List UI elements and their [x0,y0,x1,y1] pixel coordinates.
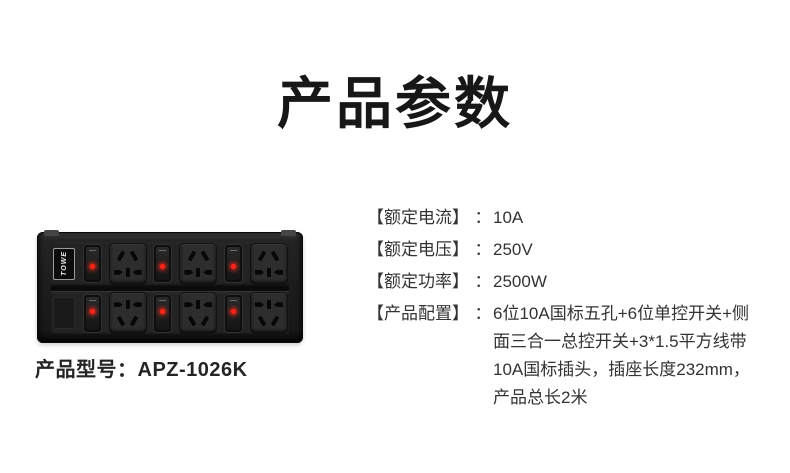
rocker [156,247,170,281]
socket-outlet [109,243,146,284]
model-value: APZ-1026K [137,359,248,381]
two-pin-slots [258,315,280,327]
socket-outlet [250,243,287,284]
spec-row: 【产品配置】 ： 6位10A国标五孔+6位单控开关+侧面三合一总控开关+3*1.… [367,300,767,412]
mount-tab-left [44,230,59,236]
three-pin-slots [113,300,142,310]
three-pin-slots [254,267,283,277]
model-line: 产品型号：APZ-1026K [35,356,248,384]
rocker-switch [225,294,243,332]
two-pin-slots [116,250,139,262]
power-led [89,264,95,270]
rocker-switch [83,294,101,332]
three-pin-slots [184,300,213,310]
brand-text: TOWE [60,251,68,277]
spec-row: 【额定电流】 ： 10A [367,204,767,232]
mount-tab-right [281,230,296,236]
power-led [231,264,237,270]
spec-row: 【额定功率】 ： 2500W [367,268,767,296]
rocker-switch [154,294,172,332]
rocker-switch [154,245,172,283]
page-title: 产品参数 [277,72,513,135]
rocker [85,296,99,330]
product-image: TOWE [37,230,303,343]
three-pin-slots [184,267,213,277]
rocker [227,247,241,281]
spec-colon: ： [474,208,492,227]
power-led [160,309,166,315]
spec-row: 【额定电压】 ： 250V [367,236,767,264]
spec-colon: ： [474,304,492,323]
spec-colon: ： [474,240,492,259]
spec-colon: ： [474,272,492,291]
rocker-switch [83,245,101,283]
strip-row-bottom [51,291,289,335]
two-pin-slots [258,250,280,262]
rocker [85,247,99,281]
three-pin-slots [113,267,142,277]
rocker [156,296,170,330]
blank-plate [53,297,75,330]
spec-list: 【额定电流】 ： 10A 【额定电压】 ： 250V 【额定功率】 ： 2500… [367,204,767,416]
two-pin-slots [116,315,139,327]
socket-outlet [180,293,217,334]
spec-label: 【额定电压】 [367,240,469,259]
socket-outlet [180,243,217,284]
spec-value: 10A [493,208,524,227]
rocker [227,296,241,330]
spec-value: 6位10A国标五孔+6位单控开关+侧面三合一总控开关+3*1.5平方线带10A国… [493,304,750,407]
strip-face: TOWE [51,242,289,335]
power-led [160,264,166,270]
two-pin-slots [187,315,210,327]
socket-outlet [109,293,146,334]
model-label: 产品型号： [35,359,138,381]
row-divider [51,285,289,292]
brand-badge: TOWE [53,247,75,280]
rocker-switch [225,245,243,283]
spec-label: 【额定电流】 [367,208,469,227]
spec-value: 2500W [493,272,547,291]
two-pin-slots [187,250,210,262]
three-pin-slots [254,300,283,310]
strip-row-top: TOWE [51,242,289,286]
power-led [89,309,95,315]
power-led [231,309,237,315]
socket-outlet [250,293,287,334]
spec-value: 250V [493,240,533,259]
spec-label: 【额定功率】 [367,272,469,291]
spec-label: 【产品配置】 [367,304,469,323]
power-strip: TOWE [37,230,303,343]
